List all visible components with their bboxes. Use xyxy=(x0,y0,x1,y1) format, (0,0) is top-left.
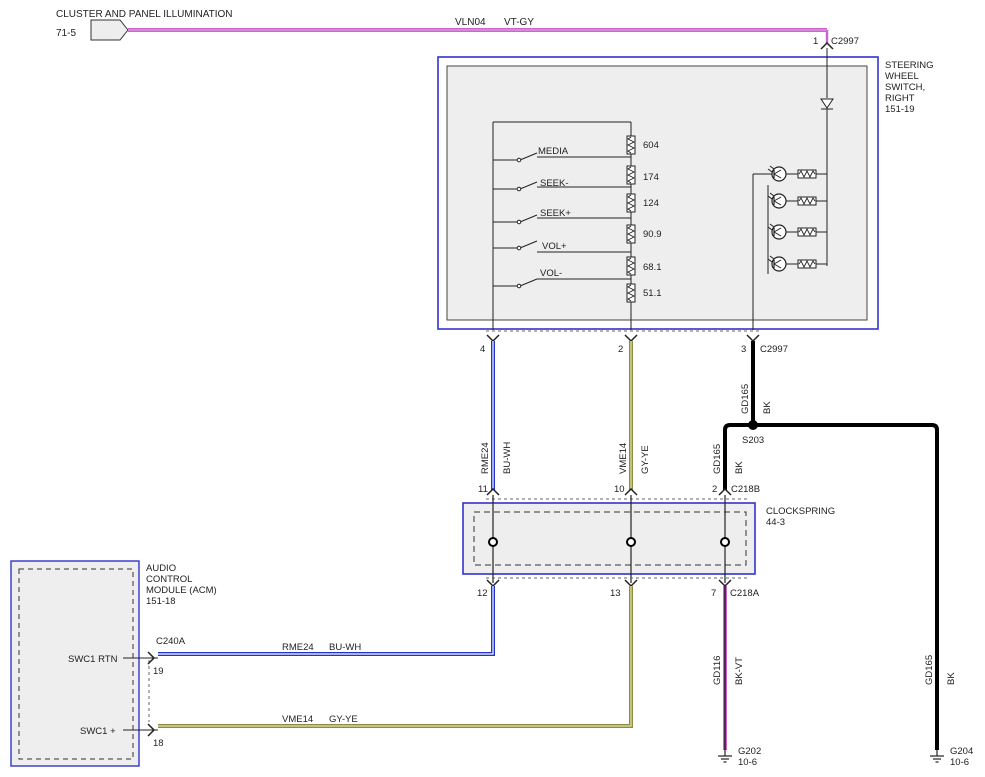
gd165-branch-color: BK xyxy=(734,461,745,474)
gd165-lower-color: BK xyxy=(946,672,957,685)
switch-name-4: RIGHT xyxy=(885,93,915,104)
ground-g204-name: G204 xyxy=(950,746,973,757)
c2997-pin-2: 2 xyxy=(618,344,623,355)
resistance-604: 604 xyxy=(643,140,659,151)
c2997-top-pin: 1 xyxy=(813,36,818,47)
gd165-upper-color: BK xyxy=(762,401,773,414)
vln04-color: VT-GY xyxy=(504,17,534,28)
acm-name-2: CONTROL xyxy=(146,574,192,585)
clockspring-name: CLOCKSPRING xyxy=(766,506,835,517)
ground-g202-symbol xyxy=(717,749,733,763)
gd165-upper-circuit: GD165 xyxy=(740,384,751,414)
source-ref: 71-5 xyxy=(56,28,76,39)
c218a-pin-7: 7 xyxy=(711,588,716,599)
switch-name-2: WHEEL xyxy=(885,71,919,82)
c218b-pin-2: 2 xyxy=(712,484,717,495)
wire-rme24-lower xyxy=(158,586,495,656)
rme24-lower-color: BU-WH xyxy=(329,642,361,653)
switch-label-vol-minus: VOL- xyxy=(540,268,562,279)
c218a-pin-13: 13 xyxy=(610,588,621,599)
vme14-upper-circuit: VME14 xyxy=(618,443,629,474)
source-connector xyxy=(90,19,129,41)
switch-name-5: 151-19 xyxy=(885,104,915,115)
clockspring-ref: 44-3 xyxy=(766,517,785,528)
switch-label-seek-plus: SEEK+ xyxy=(540,208,571,219)
resistance-174: 174 xyxy=(643,172,659,183)
switch-label-vol-plus: VOL+ xyxy=(542,241,567,252)
c2997-pin-3: 3 xyxy=(741,344,746,355)
gd116-color: BK-VT xyxy=(734,657,745,685)
gd165-branch-circuit: GD165 xyxy=(712,444,723,474)
c2997-bottom-connector: C2997 xyxy=(760,344,788,355)
acm-name-1: AUDIO xyxy=(146,563,176,574)
c218a-connector: C218A xyxy=(730,588,760,599)
gd116-circuit: GD116 xyxy=(712,656,723,685)
resistance-51-1: 51.1 xyxy=(643,288,662,299)
ground-g202-name: G202 xyxy=(738,746,761,757)
c240a-connector: C240A xyxy=(156,636,186,647)
switch-name-3: SWITCH, xyxy=(885,82,925,93)
wire-gd165-branch xyxy=(723,423,939,750)
c2997-top-pin-marker xyxy=(820,41,834,50)
acm-pin-18: 18 xyxy=(153,738,164,749)
switch-contacts xyxy=(516,157,522,289)
ground-g204-symbol xyxy=(929,749,945,763)
rme24-upper-circuit: RME24 xyxy=(480,442,491,474)
rme24-lower-circuit: RME24 xyxy=(282,642,314,653)
vme14-lower-circuit: VME14 xyxy=(282,714,313,725)
acm-name-4: 151-18 xyxy=(146,596,176,607)
c240a-pin-markers xyxy=(147,651,156,737)
source-title: CLUSTER AND PANEL ILLUMINATION xyxy=(56,9,233,20)
illumination-network xyxy=(752,48,834,330)
switch-name-1: STEERING xyxy=(885,60,934,71)
vme14-lower-color: GY-YE xyxy=(329,714,358,725)
clockspring xyxy=(462,495,756,583)
c218b-pin-markers xyxy=(486,487,732,496)
c218b-connector: C218B xyxy=(731,484,760,495)
c2997-bottom-pin-markers xyxy=(486,334,760,343)
rme24-upper-color: BU-WH xyxy=(502,442,513,474)
resistance-124: 124 xyxy=(643,198,659,209)
c218a-pin-markers xyxy=(486,579,732,588)
c218a-pin-12: 12 xyxy=(477,588,488,599)
wire-vme14-lower xyxy=(158,586,633,728)
acm-pin-swc1-plus: SWC1 + xyxy=(80,726,116,737)
c2997-pin-4: 4 xyxy=(480,344,485,355)
switch-label-seek-minus: SEEK- xyxy=(540,178,569,189)
resistance-68-1: 68.1 xyxy=(643,262,662,273)
resistance-90-9: 90.9 xyxy=(643,229,662,240)
switch-label-media: MEDIA xyxy=(538,146,569,157)
acm-pin-19: 19 xyxy=(153,666,164,677)
ground-g202-ref: 10-6 xyxy=(738,757,757,768)
vln04-circuit: VLN04 xyxy=(455,17,486,28)
acm-pin-swc1-rtn: SWC1 RTN xyxy=(68,654,118,665)
audio-control-module xyxy=(10,560,140,767)
c2997-top-connector: C2997 xyxy=(831,36,859,47)
steering-wheel-switch xyxy=(437,56,879,330)
splice-s203: S203 xyxy=(742,435,764,446)
gd165-lower-circuit: GD165 xyxy=(924,655,935,685)
acm-name-3: MODULE (ACM) xyxy=(146,585,217,596)
c218b-pin-10: 10 xyxy=(614,484,625,495)
vme14-upper-color: GY-YE xyxy=(640,445,651,474)
switch-network xyxy=(492,121,632,330)
ground-g204-ref: 10-6 xyxy=(950,757,969,768)
splice-s203-dot xyxy=(748,420,758,430)
c218b-pin-11: 11 xyxy=(478,484,488,495)
